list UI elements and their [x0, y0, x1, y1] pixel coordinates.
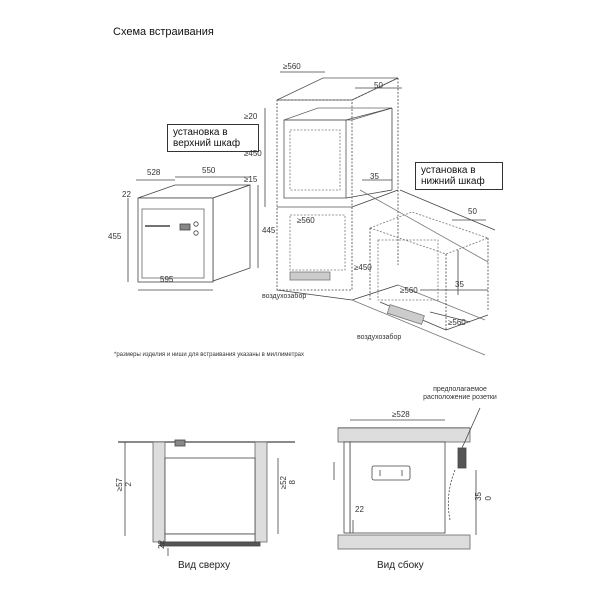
upper-width-dim: ≥560	[283, 62, 301, 71]
air-intake-label-upper: воздухозабор	[262, 293, 307, 300]
top-view-left2-dim: 2	[124, 482, 133, 487]
oven-front-height-dim: 455	[108, 232, 122, 241]
upper-bottom-gap-dim: ≥15	[244, 175, 258, 184]
side-view-caption: Вид сбоку	[377, 560, 424, 571]
top-view-drawing	[118, 439, 295, 556]
lower-niche-width2-dim: ≥560	[448, 318, 466, 327]
oven-drawing	[127, 176, 259, 291]
air-intake-label-lower: воздухозабор	[357, 334, 402, 341]
lower-niche-height-dim: ≥450	[354, 263, 372, 272]
lower-depth-dim: 50	[468, 207, 477, 216]
side-view-bottom-dim: 22	[355, 505, 364, 514]
lower-side-dim: 35	[455, 280, 464, 289]
lower-cabinet-drawing	[359, 189, 496, 331]
dimensions-note: *размеры изделия и ниши для встраивания …	[114, 352, 304, 358]
side-view-drawing	[333, 407, 481, 550]
upper-cabinet-drawing	[264, 71, 486, 356]
upper-niche-height-dim: ≥450	[244, 149, 262, 158]
upper-top-gap-dim: ≥20	[244, 112, 258, 121]
oven-depth-dim: 528	[147, 168, 161, 177]
page-title: Схема встраивания	[113, 26, 214, 38]
socket-label: предполагаемое расположение розетки	[423, 386, 497, 401]
upper-cabinet-label: установка в верхний шкаф	[167, 124, 259, 152]
oven-front-thickness-dim: 22	[122, 190, 131, 199]
lower-niche-width-dim: ≥560	[400, 286, 418, 295]
top-view-caption: Вид сверху	[178, 560, 231, 571]
lower-cabinet-label: установка в нижний шкаф	[415, 162, 503, 190]
oven-width-bottom-dim: 595	[160, 275, 174, 284]
top-view-left-dim: ≥57	[115, 478, 124, 492]
side-view-right-dim: 35	[474, 492, 483, 501]
top-view-right-dim: ≥52	[279, 476, 288, 490]
top-view-right2-dim: 8	[288, 480, 297, 485]
upper-side-dim: 35	[370, 172, 379, 181]
side-view-right2-dim: 0	[484, 496, 493, 501]
side-view-depth-dim: ≥528	[392, 410, 410, 419]
upper-niche-width-dim: ≥560	[297, 216, 315, 225]
oven-width-top-dim: 550	[202, 166, 216, 175]
oven-height-dim: 445	[262, 226, 276, 235]
upper-depth-dim: 50	[374, 81, 383, 90]
top-view-bottom-dim: 22	[157, 540, 166, 549]
